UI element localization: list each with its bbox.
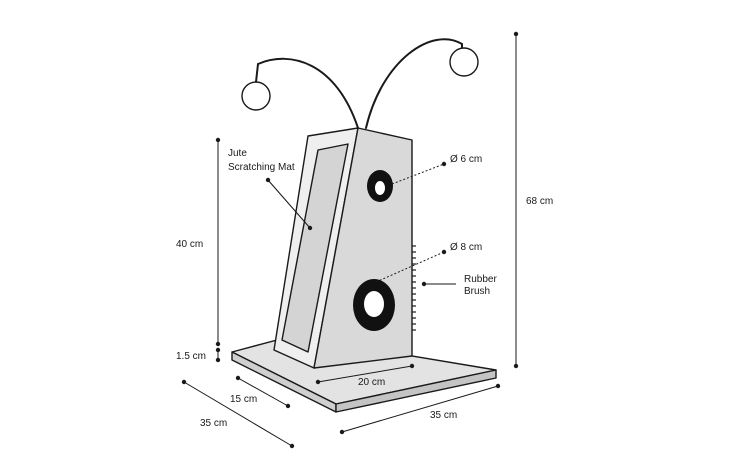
large-hole-label: Ø 8 cm (450, 242, 482, 253)
jute-label-line1: Jute (228, 148, 247, 159)
labels: Jute Scratching Mat Ø 6 cm Ø 8 cm Rubber… (176, 148, 553, 429)
right-toy-wire (365, 38, 463, 129)
left-toy-wire (255, 57, 359, 129)
post-width-label: 20 cm (358, 377, 385, 388)
base-thickness-label: 1.5 cm (176, 351, 206, 362)
rubber-brush (412, 245, 416, 331)
callout-leaders (265, 161, 456, 287)
jute-label-line2: Scratching Mat (228, 162, 295, 173)
post (273, 127, 416, 369)
post-depth-label: 15 cm (230, 394, 257, 405)
rubber-brush-label-line2: Brush (464, 286, 490, 297)
height-post-label: 40 cm (176, 239, 203, 250)
rubber-brush-label-line1: Rubber (464, 274, 497, 285)
base-depth-label: 35 cm (200, 418, 227, 429)
base-width-label: 35 cm (430, 410, 457, 421)
small-hole-label: Ø 6 cm (450, 154, 482, 165)
height-total-label: 68 cm (526, 196, 553, 207)
small-hole (367, 170, 393, 202)
dimension-lines (181, 31, 519, 449)
jute-scratching-mat (281, 143, 349, 353)
left-toy-ball (241, 81, 271, 111)
base-right-side (335, 369, 497, 413)
large-hole (353, 279, 395, 331)
toy-wires (255, 38, 463, 129)
right-toy-ball (449, 47, 479, 77)
